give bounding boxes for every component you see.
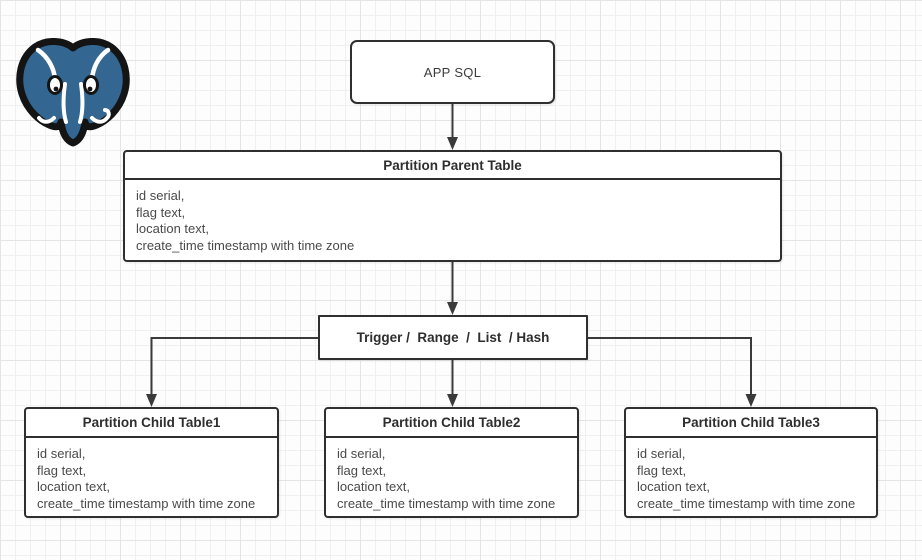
arrowhead bbox=[447, 394, 458, 407]
child-table3-title: Partition Child Table3 bbox=[626, 409, 876, 438]
table-field: location text, bbox=[337, 479, 410, 494]
child-table2-title: Partition Child Table2 bbox=[326, 409, 577, 438]
table-field: location text, bbox=[136, 221, 209, 236]
table-field: id serial, bbox=[337, 446, 386, 461]
node-partition-child-table3[interactable]: Partition Child Table3 id serial, flag t… bbox=[624, 407, 878, 518]
child-table2-fields: id serial, flag text, location text, cre… bbox=[326, 438, 577, 512]
node-partition-method[interactable]: Trigger / Range / List / Hash bbox=[318, 315, 588, 360]
table-field: create_time timestamp with time zone bbox=[337, 495, 556, 511]
table-field: location text, bbox=[637, 479, 710, 494]
node-partition-child-table2[interactable]: Partition Child Table2 id serial, flag t… bbox=[324, 407, 579, 518]
parent-table-title: Partition Parent Table bbox=[125, 152, 780, 180]
table-field: flag text, bbox=[37, 462, 87, 478]
arrowhead bbox=[146, 394, 157, 407]
connector-method-to-child3 bbox=[588, 337, 752, 395]
node-app-sql[interactable]: APP SQL bbox=[350, 40, 555, 104]
parent-table-fields: id serial, flag text, location text, cre… bbox=[125, 180, 780, 254]
arrowhead bbox=[447, 302, 458, 315]
node-partition-parent-table[interactable]: Partition Parent Table id serial, flag t… bbox=[123, 150, 782, 262]
arrowhead bbox=[447, 137, 458, 150]
postgresql-logo-icon bbox=[16, 38, 130, 147]
table-field: create_time timestamp with time zone bbox=[37, 495, 256, 511]
child-table3-fields: id serial, flag text, location text, cre… bbox=[626, 438, 876, 512]
connector-method-to-child1 bbox=[150, 337, 318, 395]
table-field: flag text, bbox=[637, 462, 687, 478]
partition-method-label: Trigger / Range / List / Hash bbox=[356, 330, 550, 345]
child-table1-title: Partition Child Table1 bbox=[26, 409, 277, 438]
table-field: create_time timestamp with time zone bbox=[136, 237, 355, 253]
table-field: location text, bbox=[37, 479, 110, 494]
node-partition-child-table1[interactable]: Partition Child Table1 id serial, flag t… bbox=[24, 407, 279, 518]
app-sql-label: APP SQL bbox=[423, 64, 482, 80]
table-field: create_time timestamp with time zone bbox=[637, 495, 856, 511]
child-table1-fields: id serial, flag text, location text, cre… bbox=[26, 438, 277, 512]
table-field: id serial, bbox=[136, 188, 185, 203]
table-field: id serial, bbox=[37, 446, 86, 461]
table-field: flag text, bbox=[136, 204, 186, 220]
arrowhead bbox=[745, 394, 757, 407]
table-field: id serial, bbox=[637, 446, 686, 461]
table-field: flag text, bbox=[337, 462, 387, 478]
